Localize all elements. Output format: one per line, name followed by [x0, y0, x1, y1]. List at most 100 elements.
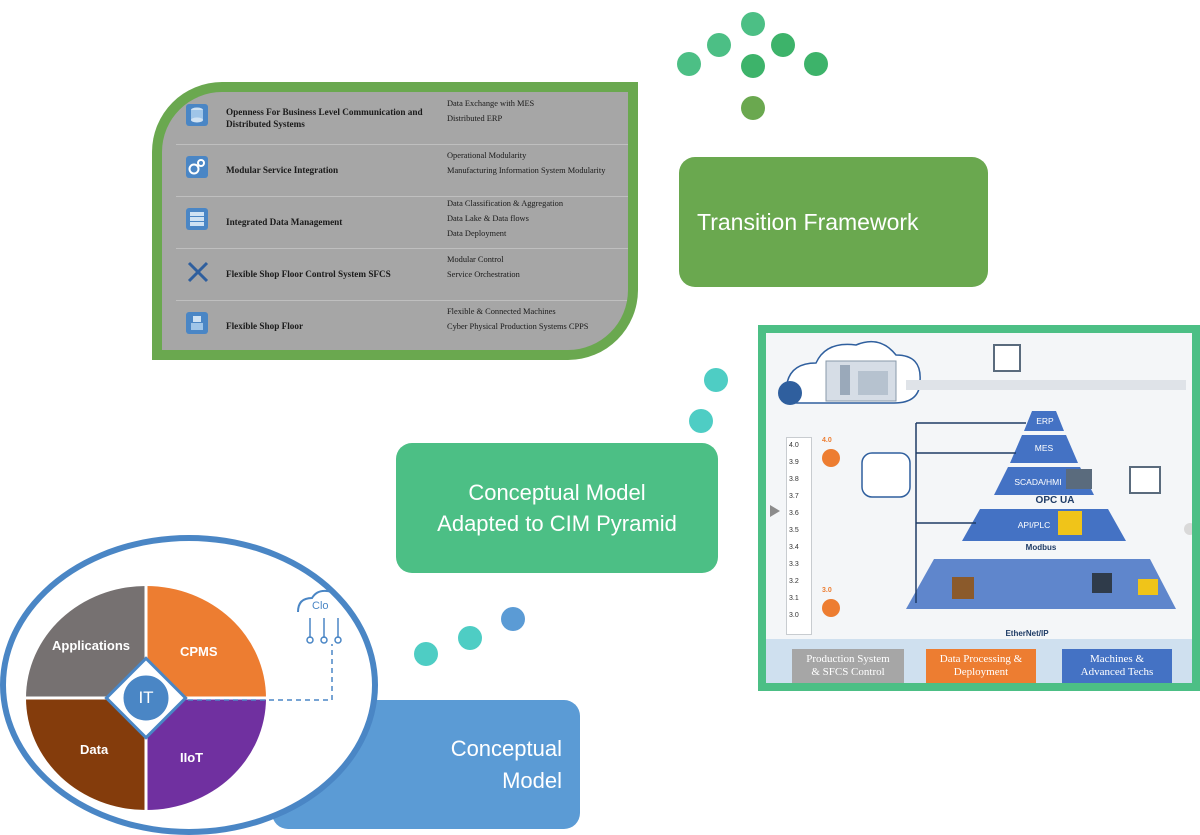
label-line: Conceptual Model [468, 480, 646, 505]
protocol-modbus: Modbus [1025, 543, 1057, 552]
scale-tick: 4.0 [789, 442, 799, 449]
quadrant-cpms [146, 586, 266, 698]
transition-framework-card: Openness For Business Level Communicatio… [152, 82, 638, 360]
scale-tick: 3.6 [789, 510, 799, 517]
framework-row-details: Operational Modularity Manufacturing Inf… [447, 148, 628, 178]
detail-item: Modular Control [447, 255, 504, 264]
quadrant-iiot [146, 698, 266, 810]
tools-icon [186, 260, 209, 283]
category-line: & SFCS Control [811, 666, 885, 678]
badge-3-0: 3.0 [822, 587, 832, 594]
framework-row: Modular Service Integration Operational … [176, 144, 628, 197]
badge-3-0-icon [822, 599, 840, 617]
scale-arrow-icon [770, 505, 780, 517]
label-line: Adapted to CIM Pyramid [437, 511, 677, 536]
badge-4-0-icon [822, 449, 840, 467]
dot [741, 54, 765, 78]
cim-pyramid-canvas: ERP MES SCADA/HMI API/PLC OPC UA Modbus … [766, 333, 1192, 683]
category-line: Machines & [1089, 653, 1145, 665]
framework-row: Flexible Shop Floor Flexible & Connected… [176, 300, 628, 350]
quadrant-data [26, 698, 146, 810]
framework-row-details: Modular Control Service Orchestration [447, 252, 628, 282]
framework-row-title: Integrated Data Management [226, 217, 343, 227]
center-it-label: IT [138, 688, 154, 707]
level-scada-hmi: SCADA/HMI [1014, 477, 1062, 487]
scale-tick: 3.9 [789, 459, 799, 466]
transition-framework-label: Transition Framework [679, 157, 988, 287]
protocol-opc-ua: OPC UA [1035, 495, 1075, 506]
category-line: Data Processing & [939, 653, 1023, 665]
framework-row: Integrated Data Management Data Classifi… [176, 196, 628, 249]
detail-item: Cyber Physical Production Systems CPPS [447, 322, 589, 331]
detail-item: Distributed ERP [447, 114, 503, 123]
quadrant-label-iiot: IIoT [180, 750, 204, 765]
gears-icon [186, 156, 208, 178]
cloud-label: Clo [312, 600, 329, 612]
dot [501, 607, 525, 631]
detail-item: Data Classification & Aggregation [447, 199, 564, 208]
dot [414, 642, 438, 666]
category-line: Production System [806, 653, 890, 665]
category-line: Advanced Techs [1080, 666, 1154, 678]
framework-row: Flexible Shop Floor Control System SFCS … [176, 248, 628, 301]
scale-tick: 3.1 [789, 595, 799, 602]
pyramid-illustration [861, 411, 1192, 609]
robot-icon [186, 312, 208, 334]
detail-item: Data Lake & Data flows [447, 214, 529, 223]
server-icon [186, 208, 208, 230]
detail-item: Manufacturing Information System Modular… [447, 166, 606, 175]
quadrant-label-applications: Applications [52, 638, 131, 653]
cim-model-label: Conceptual Model Adapted to CIM Pyramid [396, 443, 718, 573]
dot [804, 52, 828, 76]
level-erp: ERP [1036, 416, 1054, 426]
framework-row: Openness For Business Level Communicatio… [176, 92, 628, 145]
badge-4-0: 4.0 [822, 437, 832, 444]
dot [741, 96, 765, 120]
category-strip: Production System & SFCS Control Data Pr… [766, 639, 1192, 683]
conceptual-model-diagram [26, 586, 342, 810]
quadrant-label-cpms: CPMS [180, 644, 218, 659]
dot [458, 626, 482, 650]
protocol-ethernet-ip: EtherNet/IP [1005, 629, 1049, 638]
detail-item: Data Exchange with MES [447, 99, 535, 108]
level-mes: MES [1034, 443, 1054, 453]
quadrant-label-data: Data [80, 742, 109, 757]
dot [771, 33, 795, 57]
detail-item: Operational Modularity [447, 151, 527, 160]
database-icon [186, 104, 208, 126]
scale-tick: 3.8 [789, 476, 799, 483]
category-data-processing: Data Processing & Deployment [926, 649, 1036, 683]
category-machines: Machines & Advanced Techs [1062, 649, 1172, 683]
scale-tick: 3.2 [789, 578, 799, 585]
scale-tick: 3.7 [789, 493, 799, 500]
detail-item: Data Deployment [447, 229, 507, 238]
framework-row-title: Modular Service Integration [226, 165, 339, 175]
quadrant-applications [26, 586, 146, 698]
framework-table: Openness For Business Level Communicatio… [162, 92, 628, 350]
level-api-plc: API/PLC [1017, 520, 1051, 530]
framework-row-details: Data Classification & Aggregation Data L… [447, 196, 628, 241]
framework-row-details: Flexible & Connected Machines Cyber Phys… [447, 304, 628, 334]
dot [689, 409, 713, 433]
dot [704, 368, 728, 392]
framework-row-details: Data Exchange with MES Distributed ERP [447, 96, 628, 126]
detail-item: Flexible & Connected Machines [447, 307, 556, 316]
framework-row-title: Flexible Shop Floor [226, 321, 304, 331]
maturity-scale: 4.0 3.9 3.8 3.7 3.6 3.5 3.4 3.3 3.2 3.1 … [786, 437, 812, 635]
category-line: Deployment [953, 666, 1009, 678]
dot [707, 33, 731, 57]
factory-cloud-illustration [778, 340, 1186, 405]
label-line: Conceptual [450, 735, 562, 761]
scale-tick: 3.3 [789, 561, 799, 568]
scale-tick: 3.4 [789, 544, 799, 551]
framework-row-title: Openness For Business Level Communicatio… [226, 107, 423, 129]
detail-item: Service Orchestration [447, 270, 520, 279]
scale-tick: 3.5 [789, 527, 799, 534]
dot [677, 52, 701, 76]
cim-pyramid-figure: ERP MES SCADA/HMI API/PLC OPC UA Modbus … [758, 325, 1200, 691]
dot [741, 12, 765, 36]
framework-row-title: Flexible Shop Floor Control System SFCS [226, 269, 391, 279]
scale-tick: 3.0 [789, 612, 799, 619]
category-production-system: Production System & SFCS Control [792, 649, 904, 683]
label-line: Model [502, 767, 562, 793]
